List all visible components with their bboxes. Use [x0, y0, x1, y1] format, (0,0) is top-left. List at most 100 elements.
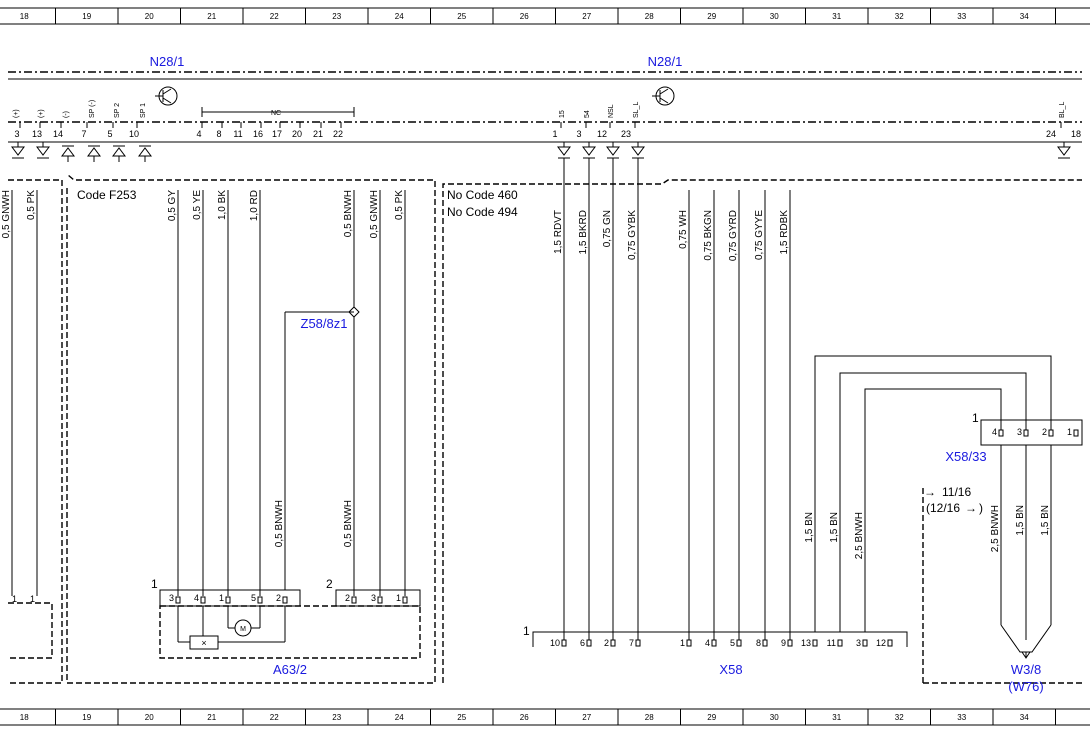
wire-label: 0,5 YE — [192, 190, 203, 220]
ruler-number: 32 — [895, 12, 904, 21]
a63-component — [159, 589, 421, 659]
no-code-460-label: No Code 460 — [447, 188, 518, 202]
ruler-number: 24 — [395, 12, 404, 21]
pin-number: 2 — [1042, 427, 1047, 437]
ruler-number: 29 — [707, 713, 716, 722]
pin-socket — [862, 639, 868, 647]
wire-label: 1,0 RD — [249, 190, 260, 221]
ruler-number: 21 — [207, 12, 216, 21]
wire-label: 1,5 RDVT — [553, 210, 564, 254]
pin-number: 3 — [1017, 427, 1022, 437]
module-pin-number: 23 — [621, 129, 631, 139]
pin-socket — [282, 596, 288, 604]
pin-number: 1 — [30, 594, 35, 604]
cross-reference: → 11/16 (12/16 → ) — [924, 485, 983, 515]
ruler-number: 18 — [20, 12, 29, 21]
ref-page-1: 11/16 — [942, 485, 971, 499]
pin-socket — [175, 596, 181, 604]
pin-socket — [1023, 429, 1029, 437]
ruler-number: 28 — [645, 12, 654, 21]
plug-icon — [631, 146, 645, 156]
wire-label: 2,5 BNWH — [990, 505, 1001, 552]
ruler-number: 23 — [332, 12, 341, 21]
plug-icon — [112, 147, 126, 157]
module-pin-number: 1 — [552, 129, 557, 139]
wire-label: 0,75 BKGN — [703, 210, 714, 261]
n28-label-left: N28/1 — [150, 54, 185, 69]
ruler-number: 33 — [957, 713, 966, 722]
ruler-number: 23 — [332, 713, 341, 722]
ruler-number: 19 — [82, 12, 91, 21]
ruler-number: 22 — [270, 713, 279, 722]
pin-socket — [351, 596, 357, 604]
signal-name: SP 2 — [114, 103, 121, 118]
pin-number: 2 — [345, 593, 350, 603]
wire-label: 0,75 GYRD — [728, 210, 739, 261]
ruler-number: 29 — [707, 12, 716, 21]
plug-icon — [87, 147, 101, 157]
wire-label: 0,5 PK — [394, 190, 405, 220]
pin-socket — [586, 639, 592, 647]
wire-label: 0,75 GYBK — [627, 210, 638, 260]
module-pin-number: 3 — [14, 129, 19, 139]
signal-name: SP 1 — [140, 103, 147, 118]
wire-label: 1,5 BKRD — [578, 210, 589, 254]
pin-number: 1 — [1067, 427, 1072, 437]
wire-label: 1,0 BK — [217, 190, 228, 220]
signal-name: (+) — [38, 109, 45, 118]
module-pin-number: 11 — [233, 129, 242, 139]
ruler-number: 30 — [770, 713, 779, 722]
wire-label: 0,5 GY — [167, 190, 178, 221]
ruler-number: 31 — [832, 12, 841, 21]
module-pin-number: 3 — [576, 129, 581, 139]
arrow-icon: → — [965, 501, 977, 515]
pin-socket — [998, 429, 1004, 437]
wire-label: 0,5 BNWH — [343, 500, 354, 547]
signal-name: 15 — [559, 110, 566, 118]
wire-label: 0,75 WH — [678, 210, 689, 249]
module-pin-number: 16 — [253, 129, 263, 139]
nc-bracket — [201, 107, 355, 117]
pin-socket — [402, 596, 408, 604]
x58-loop-wires — [814, 355, 1052, 632]
ruler-number: 19 — [82, 713, 91, 722]
ruler-number: 32 — [895, 713, 904, 722]
a63-connector1-number: 1 — [151, 577, 158, 591]
x58-label: X58 — [719, 662, 742, 677]
left-partial-box — [8, 179, 63, 684]
wire-label: 1,5 BN — [1015, 505, 1026, 536]
plug-icon — [11, 146, 25, 156]
module-pin-number: 22 — [333, 129, 343, 139]
a63-connector2-number: 2 — [326, 577, 333, 591]
pin-number: 3 — [371, 593, 376, 603]
ruler-number: 27 — [582, 12, 591, 21]
arrow-icon: → — [924, 485, 936, 499]
module-pin-number: 17 — [272, 129, 282, 139]
pin-socket — [635, 639, 641, 647]
pin-number: 1 — [680, 638, 685, 648]
signal-name: (-) — [63, 111, 70, 118]
ruler-number: 26 — [520, 12, 529, 21]
module-pin-number: 20 — [292, 129, 302, 139]
pin-number: 6 — [580, 638, 585, 648]
wire-label: 0,5 GNWH — [369, 190, 380, 238]
plug-icon — [582, 146, 596, 156]
ruler-number: 22 — [270, 12, 279, 21]
no-code-494-label: No Code 494 — [447, 205, 518, 219]
pin-number: 4 — [705, 638, 710, 648]
signal-name: SP (-) — [89, 100, 96, 118]
pin-number: 13 — [801, 638, 811, 648]
pin-socket — [1048, 429, 1054, 437]
module-pin-number: 7 — [81, 129, 86, 139]
ruler-number: 25 — [457, 12, 466, 21]
pin-number: 7 — [629, 638, 634, 648]
pin-number: 4 — [194, 593, 199, 603]
pin-number: 4 — [992, 427, 997, 437]
x58-connector — [532, 631, 908, 647]
pin-number: 2 — [276, 593, 281, 603]
ruler-number: 20 — [145, 12, 154, 21]
motor-icon: M — [240, 626, 246, 633]
